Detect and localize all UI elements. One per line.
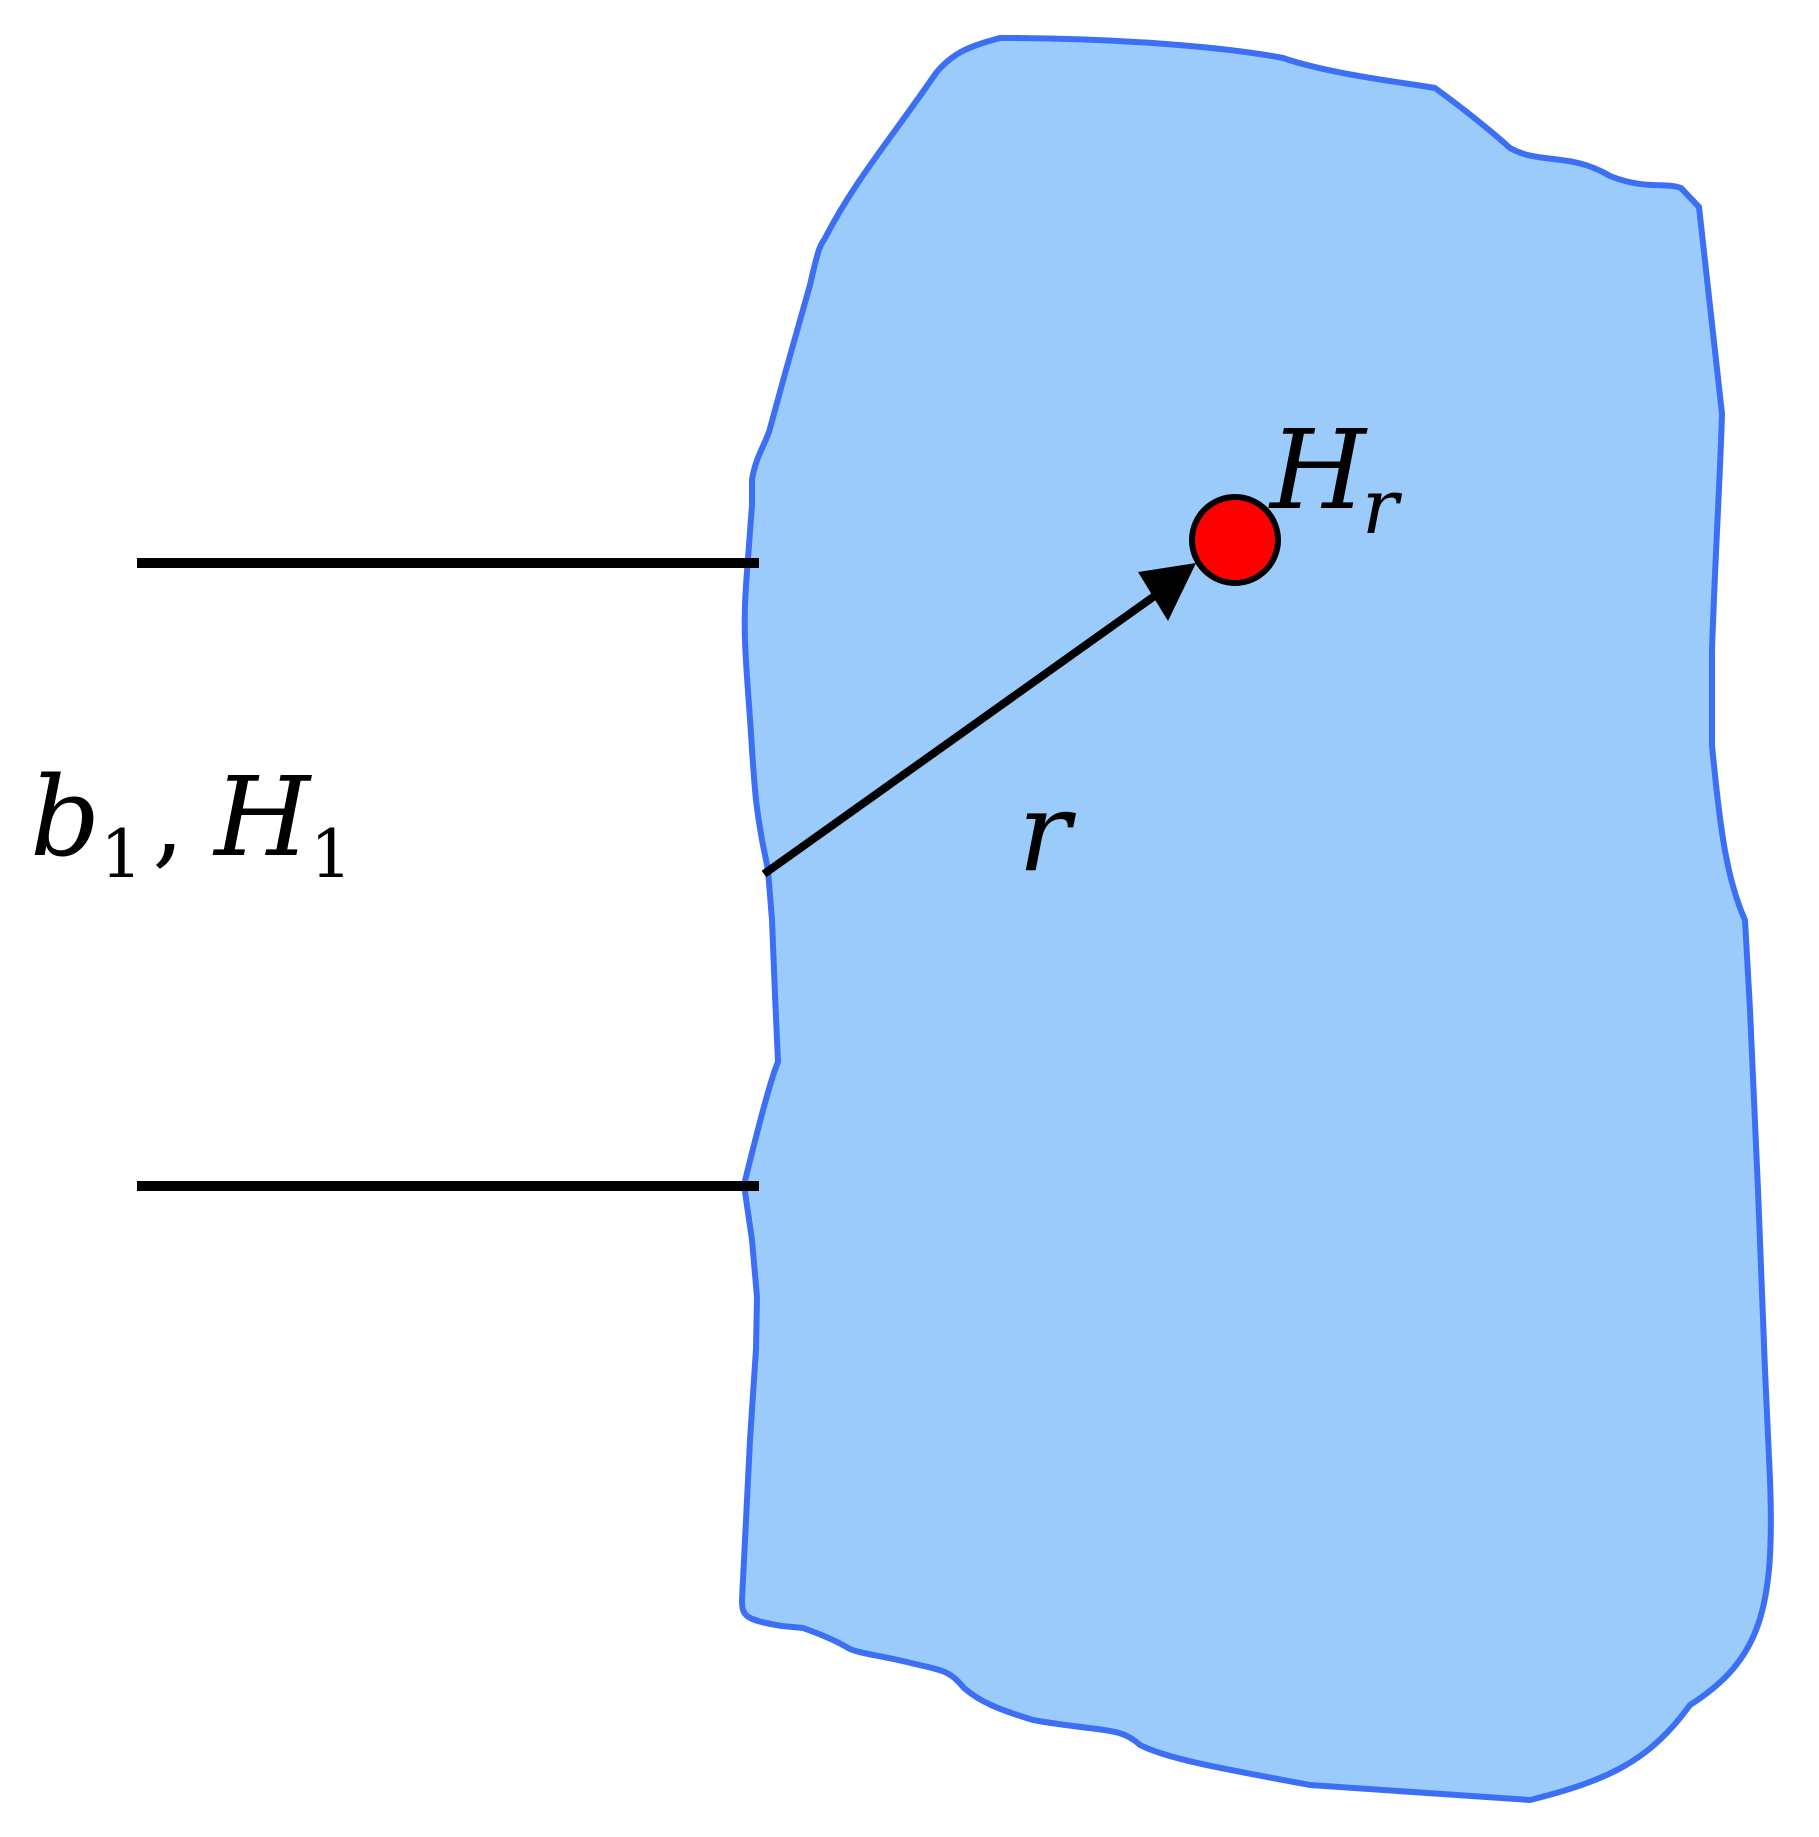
point-depth-subscript: r	[1362, 462, 1403, 551]
channel-width-subscript: 1	[100, 816, 142, 893]
channel-depth-symbol: H	[212, 753, 312, 881]
distance-label: r	[1018, 768, 1077, 896]
receiving-water-body	[739, 35, 1774, 1803]
distance-arrow-shaft	[761, 581, 1173, 878]
channel-label: b1,H1	[30, 753, 352, 893]
point-label: Hr	[1268, 406, 1403, 551]
channel-label-separator: ,	[152, 762, 184, 879]
point-of-interest-marker	[1189, 494, 1281, 586]
point-depth-symbol: H	[1268, 406, 1368, 534]
distance-arrow-head	[1138, 563, 1196, 621]
channel-depth-subscript: 1	[310, 816, 352, 893]
channel-width-symbol: b	[30, 753, 100, 881]
